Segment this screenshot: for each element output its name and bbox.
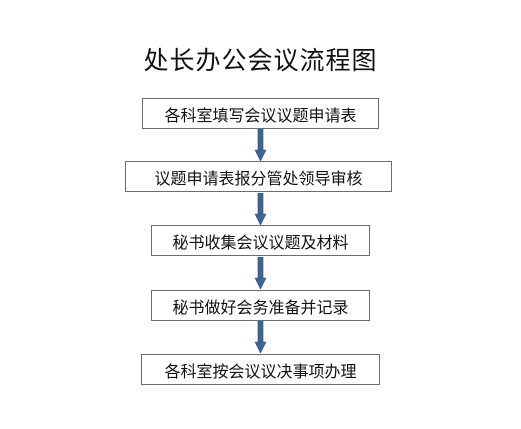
arrow-head bbox=[255, 149, 266, 161]
diagram-title: 处长办公会议流程图 bbox=[143, 46, 378, 75]
arrow-shaft bbox=[257, 193, 264, 216]
arrow-shape bbox=[255, 257, 266, 289]
flow-step-2: 议题申请表报分管处领导审核 bbox=[125, 161, 392, 192]
down-arrow-4 bbox=[255, 321, 266, 353]
down-arrow-1 bbox=[255, 129, 266, 161]
arrow-head bbox=[255, 341, 266, 353]
arrow-shape bbox=[255, 321, 266, 353]
arrow-shaft bbox=[257, 129, 264, 152]
flow-step-5: 各科室按会议议决事项办理 bbox=[141, 354, 380, 385]
arrow-shape bbox=[255, 193, 266, 225]
down-arrow-3 bbox=[255, 257, 266, 289]
arrow-shaft bbox=[257, 257, 264, 280]
down-arrow-2 bbox=[255, 193, 266, 225]
flow-step-3: 秘书收集会议议题及材料 bbox=[151, 225, 370, 256]
arrow-shaft bbox=[257, 321, 264, 344]
flow-step-4: 秘书做好会务准备并记录 bbox=[151, 290, 370, 321]
arrow-head bbox=[255, 213, 266, 225]
flow-step-1: 各科室填写会议议题申请表 bbox=[142, 98, 379, 129]
arrow-head bbox=[255, 277, 266, 289]
arrow-shape bbox=[255, 129, 266, 161]
